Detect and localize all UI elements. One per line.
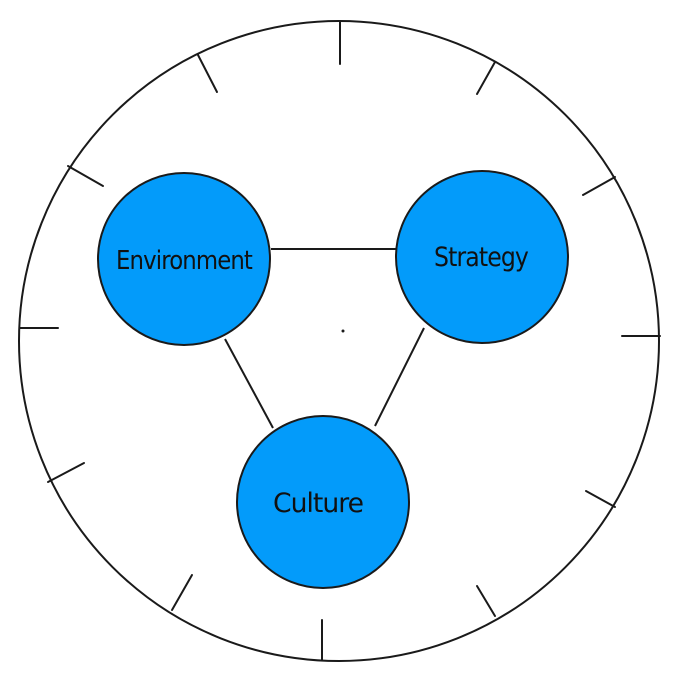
tick-mark [582, 176, 616, 196]
node-culture-circle [236, 415, 410, 589]
node-strategy: Strategy [395, 170, 569, 344]
tick-mark [476, 585, 496, 617]
outer-ring [18, 20, 660, 662]
node-culture: Culture [236, 415, 410, 589]
node-strategy-label: Strategy [434, 242, 529, 273]
connector-environment-culture [224, 338, 274, 429]
node-environment-label: Environment [116, 246, 253, 276]
connectors [224, 248, 425, 429]
center-dot [341, 329, 345, 333]
tick-mark [585, 490, 616, 508]
connector-strategy-culture [374, 327, 425, 427]
ring-ticks [19, 21, 661, 661]
tick-mark [67, 165, 104, 187]
tick-mark [197, 54, 218, 93]
node-culture-label: Culture [273, 488, 363, 519]
node-environment: Environment [97, 172, 271, 346]
node-environment-circle [97, 172, 271, 346]
tick-mark [47, 462, 85, 483]
tick-mark [171, 574, 193, 611]
tick-mark [476, 61, 496, 95]
node-strategy-circle [395, 170, 569, 344]
